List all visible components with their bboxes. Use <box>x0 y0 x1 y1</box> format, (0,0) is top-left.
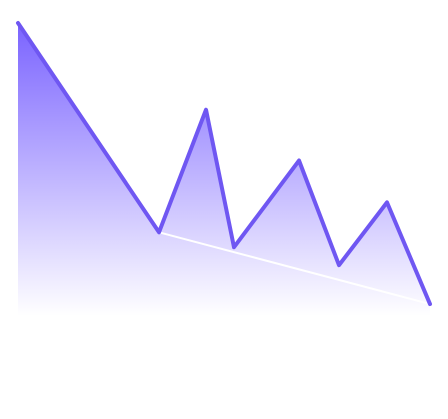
series-line <box>16 20 432 307</box>
area-fill <box>18 22 430 316</box>
baseline-line <box>158 231 431 306</box>
plot-area <box>16 20 432 316</box>
